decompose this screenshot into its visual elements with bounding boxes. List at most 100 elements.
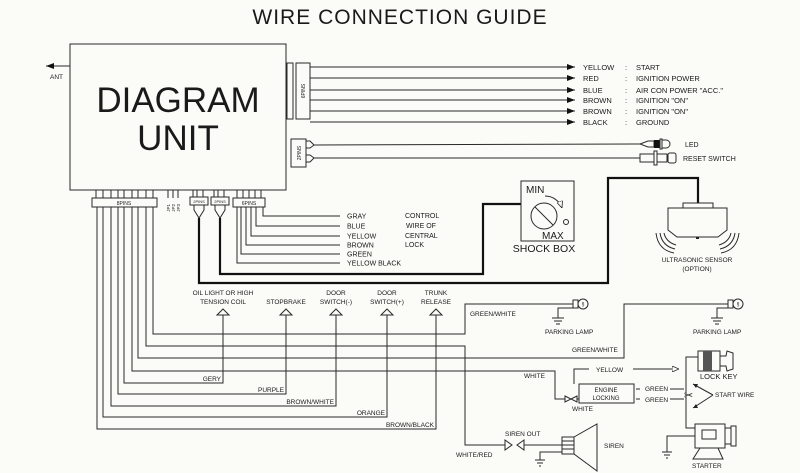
input-label: OIL LIGHT OR HIGH: [193, 290, 254, 297]
power-wire-separator: :: [625, 63, 627, 72]
green-wire-2-label: GREEN: [645, 397, 668, 404]
siren-icon: [535, 423, 598, 472]
central-lock-wire: [245, 207, 340, 246]
power-wire-color: YELLOW: [583, 63, 615, 72]
main-connector-label: 8PINS: [117, 201, 132, 207]
input-wire: [110, 207, 337, 407]
power-wire-separator: :: [625, 96, 627, 105]
central-lock-wire: [262, 207, 340, 217]
engine-locking-box[interactable]: [578, 383, 635, 404]
engine-locking-diode-label: WHITE: [572, 406, 594, 413]
yellow-wire: [573, 368, 589, 384]
start-wire-label: START WIRE: [715, 392, 755, 399]
central-lock-wire: [240, 207, 340, 255]
power-wire-separator: :: [625, 86, 627, 95]
ultrasonic-option-label: (OPTION): [682, 266, 711, 273]
led-connector-label: 2PINS: [297, 145, 303, 160]
parking-lamp-2-icon: §: [711, 298, 744, 325]
lock-key-icon[interactable]: [697, 350, 734, 372]
parking-lamp-2-label: PARKING LAMP: [693, 329, 741, 336]
central-lock-note: CONTROL WIRE OF CENTRAL LOCK: [405, 213, 439, 249]
unit-bottom-pins: [95, 190, 262, 198]
power-wire-color: RED: [583, 74, 599, 83]
shock-min-label: MIN: [526, 185, 544, 196]
central-lock-wire-label: BROWN: [347, 243, 374, 250]
ultrasonic-connector-label: 2PINS: [214, 199, 226, 204]
main-8pin-connector: 8PINS: [91, 197, 158, 208]
unit-title-line2: UNIT: [137, 119, 219, 158]
ultrasonic-connector: 2PINS: [210, 196, 230, 219]
power-wire-separator: :: [625, 107, 627, 116]
unit-title-line1: DIAGRAM: [96, 81, 259, 120]
power-wire-function: START: [636, 63, 660, 72]
jumper-jp1[interactable]: JP1: [166, 204, 171, 212]
svg-text:§: §: [737, 302, 740, 308]
engine-locking-label-2: LOCKING: [592, 396, 619, 402]
power-wire-separator: :: [625, 74, 627, 83]
power-wire-function: IGNITION POWER: [636, 74, 700, 83]
green-wire-1-label: GREEN: [645, 386, 668, 393]
power-wire-function: GROUND: [636, 118, 670, 127]
jumper-jp3[interactable]: JP3: [176, 204, 181, 212]
power-wire-color: BLACK: [583, 118, 608, 127]
input-wire-label: BROWN/WHITE: [286, 399, 334, 406]
parking-lamp-1-label: PARKING LAMP: [545, 329, 593, 336]
parking-lamp-2-wire: [137, 207, 728, 359]
power-wire-function: IGNITION "ON": [636, 107, 688, 116]
input-arrow-icon: [328, 308, 344, 316]
ignition-line: [685, 356, 698, 429]
power-wire-separator: :: [625, 118, 627, 127]
input-wire-label: BROWN/BLACK: [386, 422, 435, 429]
diagram-unit-box: [69, 43, 287, 191]
parking-lamp-1-icon: §: [552, 298, 589, 325]
yellow-wire-label: YELLOW: [596, 367, 624, 374]
jumpers: JP1 JP2 JP3: [166, 204, 181, 212]
input-wire-label: PURPLE: [258, 387, 285, 394]
scissors-icon: ✂: [684, 390, 693, 402]
central-lock-wire-label: BLUE: [347, 224, 366, 231]
shock-connector-label: 2PINS: [193, 199, 205, 204]
input-label: STOPBRAKE: [266, 299, 306, 306]
central-lock-wire-label: YELLOW BLACK: [347, 261, 401, 268]
central-lock-connector: 6PINS: [232, 197, 266, 208]
input-label: DOOR: [326, 290, 346, 297]
shock-box[interactable]: MIN MAX: [520, 180, 575, 242]
input-wire: [117, 207, 287, 395]
central-lock-note-line: CONTROL: [405, 213, 439, 220]
reset-switch-label: RESET SWITCH: [683, 156, 736, 163]
ultrasonic-label: ULTRASONIC SENSOR: [662, 257, 733, 264]
led-label: LED: [685, 142, 699, 149]
power-wire-color: BLUE: [583, 86, 603, 95]
central-lock-note-line: WIRE OF: [406, 223, 436, 230]
lock-key-label: LOCK KEY: [700, 372, 738, 381]
engine-locking-diodes: [564, 395, 579, 403]
input-label: SWITCH(-): [320, 299, 352, 306]
input-arrow-icon: [379, 308, 395, 316]
engine-locking-wire: [131, 207, 565, 400]
input-switch-[interactable]: DOOR SWITCH(-) BROWN/WHITE: [110, 207, 352, 407]
power-wire-color: BROWN: [583, 96, 612, 105]
starter-icon: [662, 423, 737, 460]
siren-out-label: SIREN OUT: [505, 431, 540, 438]
input-label: DOOR: [377, 290, 397, 297]
input-stopbrake[interactable]: STOPBRAKE PURPLE: [117, 207, 306, 395]
input-wire: [96, 207, 437, 430]
power-wire-color: BROWN: [583, 107, 612, 116]
shock-box-wire: [218, 202, 522, 276]
shock-box-label: SHOCK BOX: [513, 243, 575, 255]
shock-sensor-connector: 2PINS: [189, 196, 209, 219]
jumper-jp2[interactable]: JP2: [171, 204, 176, 212]
input-label: RELEASE: [421, 299, 452, 306]
page-title: WIRE CONNECTION GUIDE: [252, 6, 547, 29]
input-wire-label: ORANGE: [357, 410, 386, 417]
led-icon: [638, 138, 671, 150]
engine-locking-wire-label: WHITE: [524, 373, 546, 380]
shock-max-label: MAX: [542, 231, 564, 242]
led-wire: [313, 143, 641, 146]
antenna-label: ANT: [50, 74, 63, 81]
